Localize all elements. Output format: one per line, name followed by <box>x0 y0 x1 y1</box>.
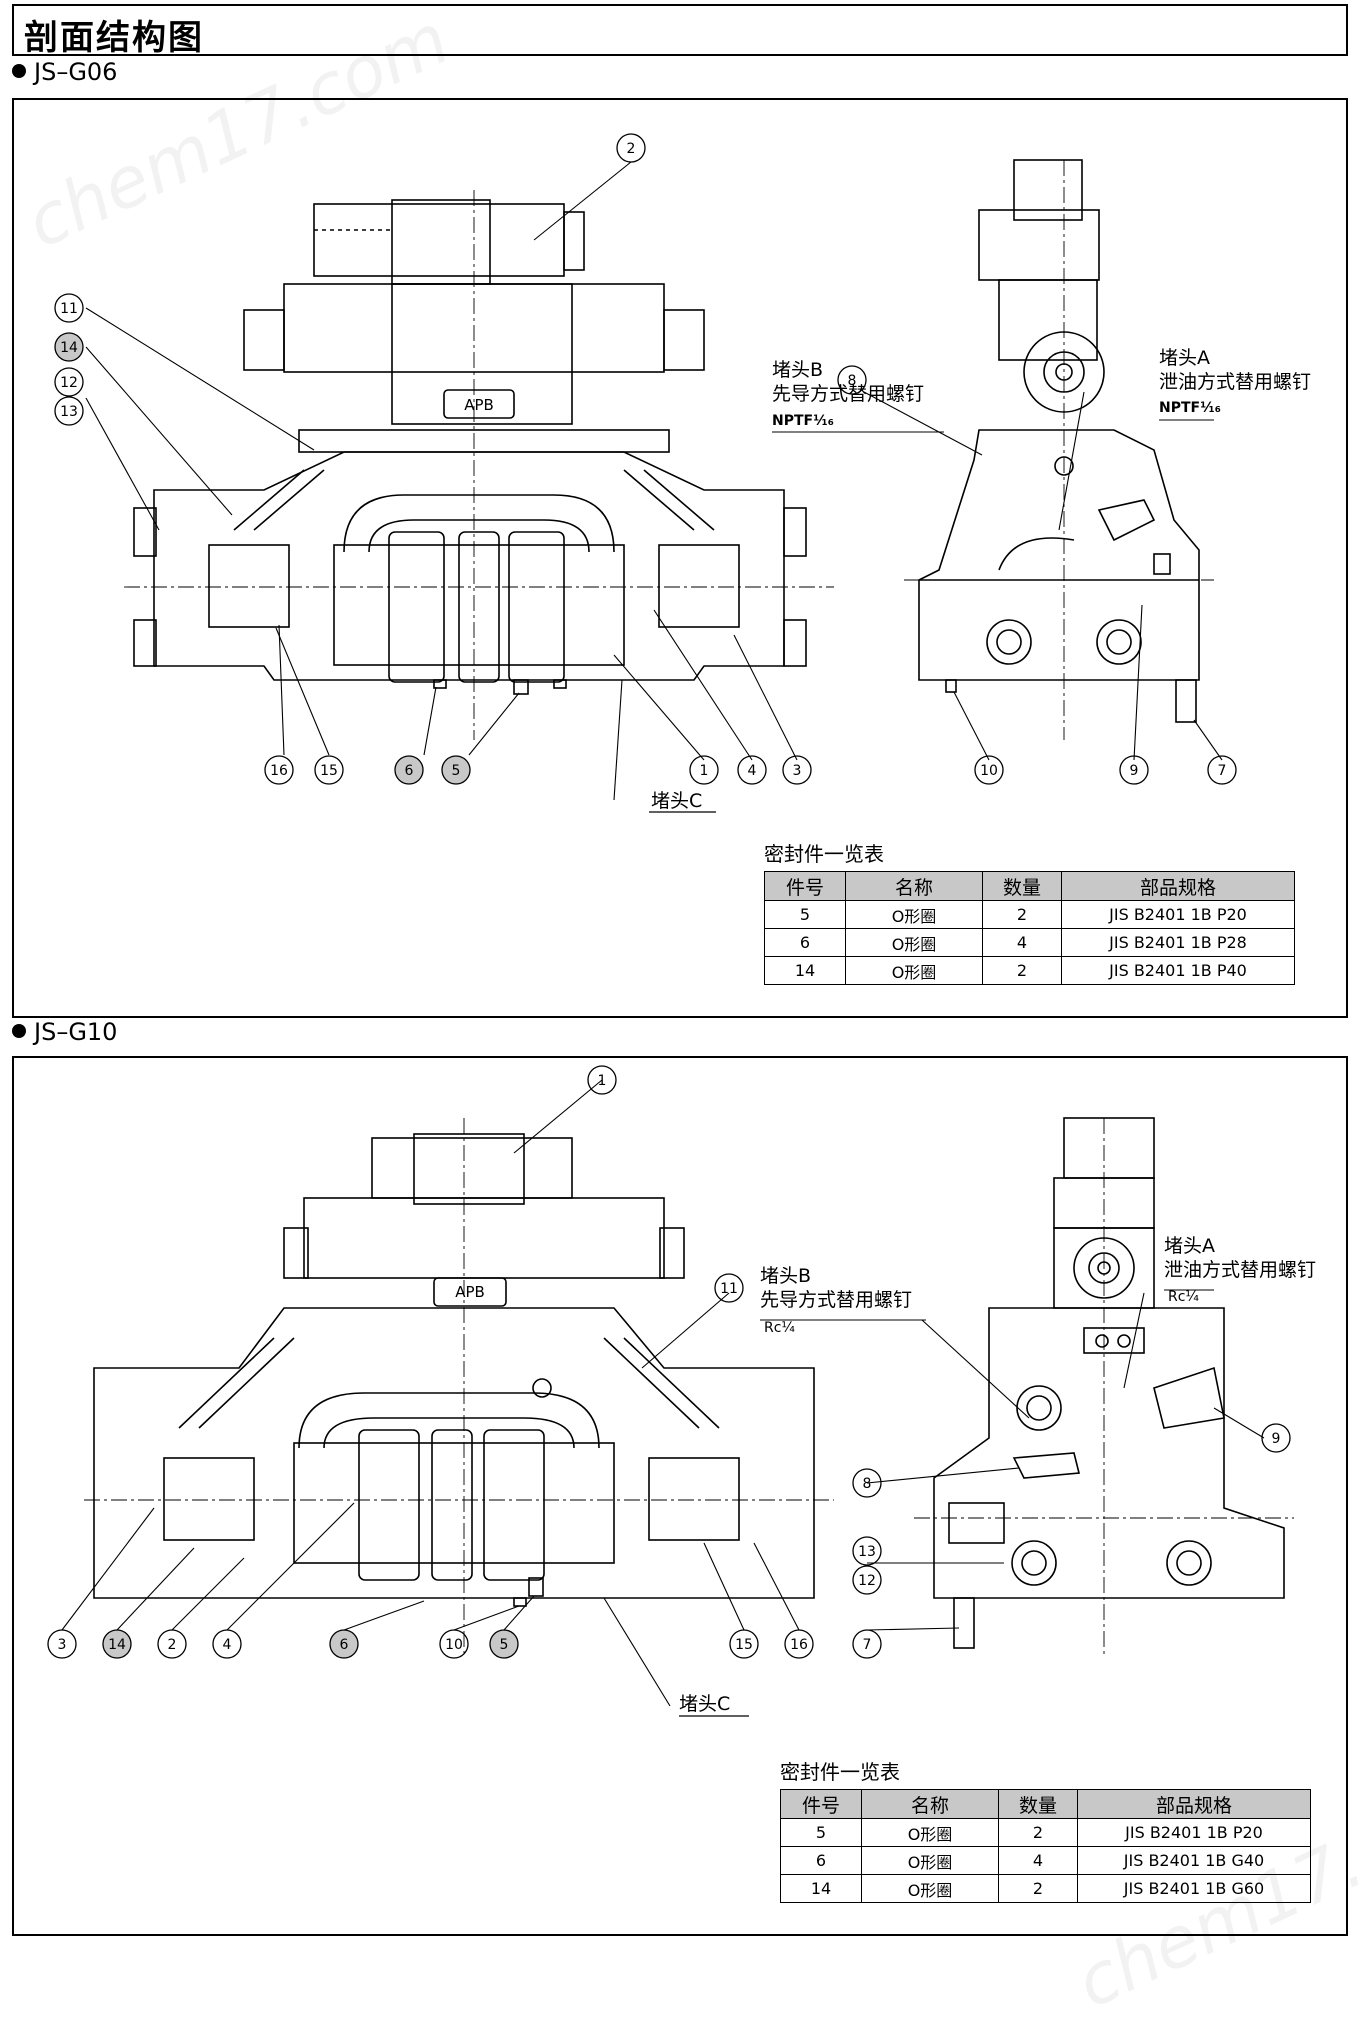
callout-7: 7 <box>863 1637 872 1653</box>
callout-5: 5 <box>452 763 461 779</box>
table-row: 5 O形圈 2 JIS B2401 1B P20 <box>764 900 1295 929</box>
plug-c-name: 堵头C <box>651 790 702 812</box>
callout-4: 4 <box>223 1637 232 1653</box>
diagram-frame-g06: 2 11 14 12 13 16 15 6 5 1 4 3 8 10 9 7 A… <box>12 98 1348 1018</box>
callout-3: 3 <box>58 1637 67 1653</box>
seal-table-caption: 密封件一览表 <box>764 842 884 866</box>
plug-b-desc: 先导方式替用螺钉 <box>772 383 924 405</box>
callout-6: 6 <box>405 763 414 779</box>
callout-4: 4 <box>748 763 757 779</box>
callout-14: 14 <box>60 340 78 356</box>
seal-table-caption: 密封件一览表 <box>780 1760 900 1784</box>
diagram-frame-g10: 1 11 3 14 2 4 6 10 5 15 16 9 8 13 12 7 A… <box>12 1056 1348 1936</box>
table-row: 14 O形圈 2 JIS B2401 1B P40 <box>764 956 1295 985</box>
callout-8: 8 <box>848 373 857 389</box>
plug-b-name: 堵头B <box>760 1265 811 1287</box>
cross-section-drawing-g10: 1 11 3 14 2 4 6 10 5 15 16 9 8 13 12 7 A… <box>47 1065 1316 1717</box>
seal-table-g06: 密封件一览表 件号 名称 数量 部品规格 5 O形圈 2 JIS B2401 1… <box>764 838 1295 985</box>
callout-6: 6 <box>340 1637 349 1653</box>
plug-b-spec: NPTF¹⁄₁₆ <box>772 413 834 429</box>
callout-9: 9 <box>1272 1431 1281 1447</box>
bullet-icon <box>12 64 26 78</box>
callout-15: 15 <box>735 1637 753 1653</box>
apb-label: APB <box>464 396 494 414</box>
callout-3: 3 <box>793 763 802 779</box>
table-header: 件号 <box>764 871 846 901</box>
callout-5: 5 <box>500 1637 509 1653</box>
callout-15: 15 <box>320 763 338 779</box>
plug-a-spec: NPTF¹⁄₁₆ <box>1159 400 1221 416</box>
side-view-g06 <box>904 159 1214 740</box>
table-header: 名称 <box>845 871 983 901</box>
seal-table: 件号 名称 数量 部品规格 5 O形圈 2 JIS B2401 1B P20 6… <box>764 871 1295 985</box>
cross-section-drawing-g06: 2 11 14 12 13 16 15 6 5 1 4 3 8 10 9 7 A… <box>54 133 1311 813</box>
seal-table-g10: 密封件一览表 件号 名称 数量 部品规格 5 O形圈 2 JIS B2401 1… <box>780 1756 1311 1903</box>
callout-2: 2 <box>168 1637 177 1653</box>
table-row: 6 O形圈 4 JIS B2401 1B G40 <box>780 1846 1311 1875</box>
plug-a-desc: 泄油方式替用螺钉 <box>1159 371 1311 393</box>
table-header: 部品规格 <box>1061 871 1295 901</box>
callout-9: 9 <box>1130 763 1139 779</box>
callout-12: 12 <box>858 1573 876 1589</box>
table-header: 部品规格 <box>1077 1789 1311 1819</box>
plug-b-desc: 先导方式替用螺钉 <box>760 1289 912 1311</box>
section-label-g06: JS–G06 <box>12 58 117 86</box>
callout-13: 13 <box>60 404 78 420</box>
callout-10: 10 <box>445 1637 463 1653</box>
plug-a-desc: 泄油方式替用螺钉 <box>1164 1259 1316 1281</box>
table-row: 6 O形圈 4 JIS B2401 1B P28 <box>764 928 1295 957</box>
callout-13: 13 <box>858 1544 876 1560</box>
callout-16: 16 <box>270 763 288 779</box>
front-view-g10 <box>84 1118 834 1658</box>
table-row: 14 O形圈 2 JIS B2401 1B G60 <box>780 1874 1311 1903</box>
callout-1: 1 <box>700 763 709 779</box>
plug-b-name: 堵头B <box>772 359 823 381</box>
callout-1: 1 <box>598 1073 607 1089</box>
table-header: 数量 <box>998 1789 1078 1819</box>
table-header: 件号 <box>780 1789 862 1819</box>
page-title: 剖面结构图 <box>24 18 204 58</box>
plug-a-spec: Rc¼ <box>1168 1289 1199 1305</box>
table-row: 5 O形圈 2 JIS B2401 1B P20 <box>780 1818 1311 1847</box>
callout-2: 2 <box>627 141 636 157</box>
table-header: 数量 <box>982 871 1062 901</box>
side-view-g10 <box>914 1117 1294 1658</box>
apb-label: APB <box>455 1283 485 1301</box>
callout-10: 10 <box>980 763 998 779</box>
plug-a-name: 堵头A <box>1164 1235 1215 1257</box>
callout-8: 8 <box>863 1476 872 1492</box>
section-label-g10: JS–G10 <box>12 1018 117 1046</box>
callout-7: 7 <box>1218 763 1227 779</box>
page-header: 剖面结构图 <box>12 4 1348 58</box>
plug-c-name: 堵头C <box>679 1693 730 1715</box>
callout-11: 11 <box>60 301 78 317</box>
plug-b-spec: Rc¼ <box>764 1320 795 1336</box>
callout-11: 11 <box>720 1281 738 1297</box>
callout-16: 16 <box>790 1637 808 1653</box>
callout-12: 12 <box>60 375 78 391</box>
front-view-g06 <box>124 190 834 740</box>
seal-table: 件号 名称 数量 部品规格 5 O形圈 2 JIS B2401 1B P20 6… <box>780 1789 1311 1903</box>
plug-a-name: 堵头A <box>1159 347 1210 369</box>
bullet-icon <box>12 1024 26 1038</box>
table-header: 名称 <box>861 1789 999 1819</box>
callout-14: 14 <box>108 1637 126 1653</box>
